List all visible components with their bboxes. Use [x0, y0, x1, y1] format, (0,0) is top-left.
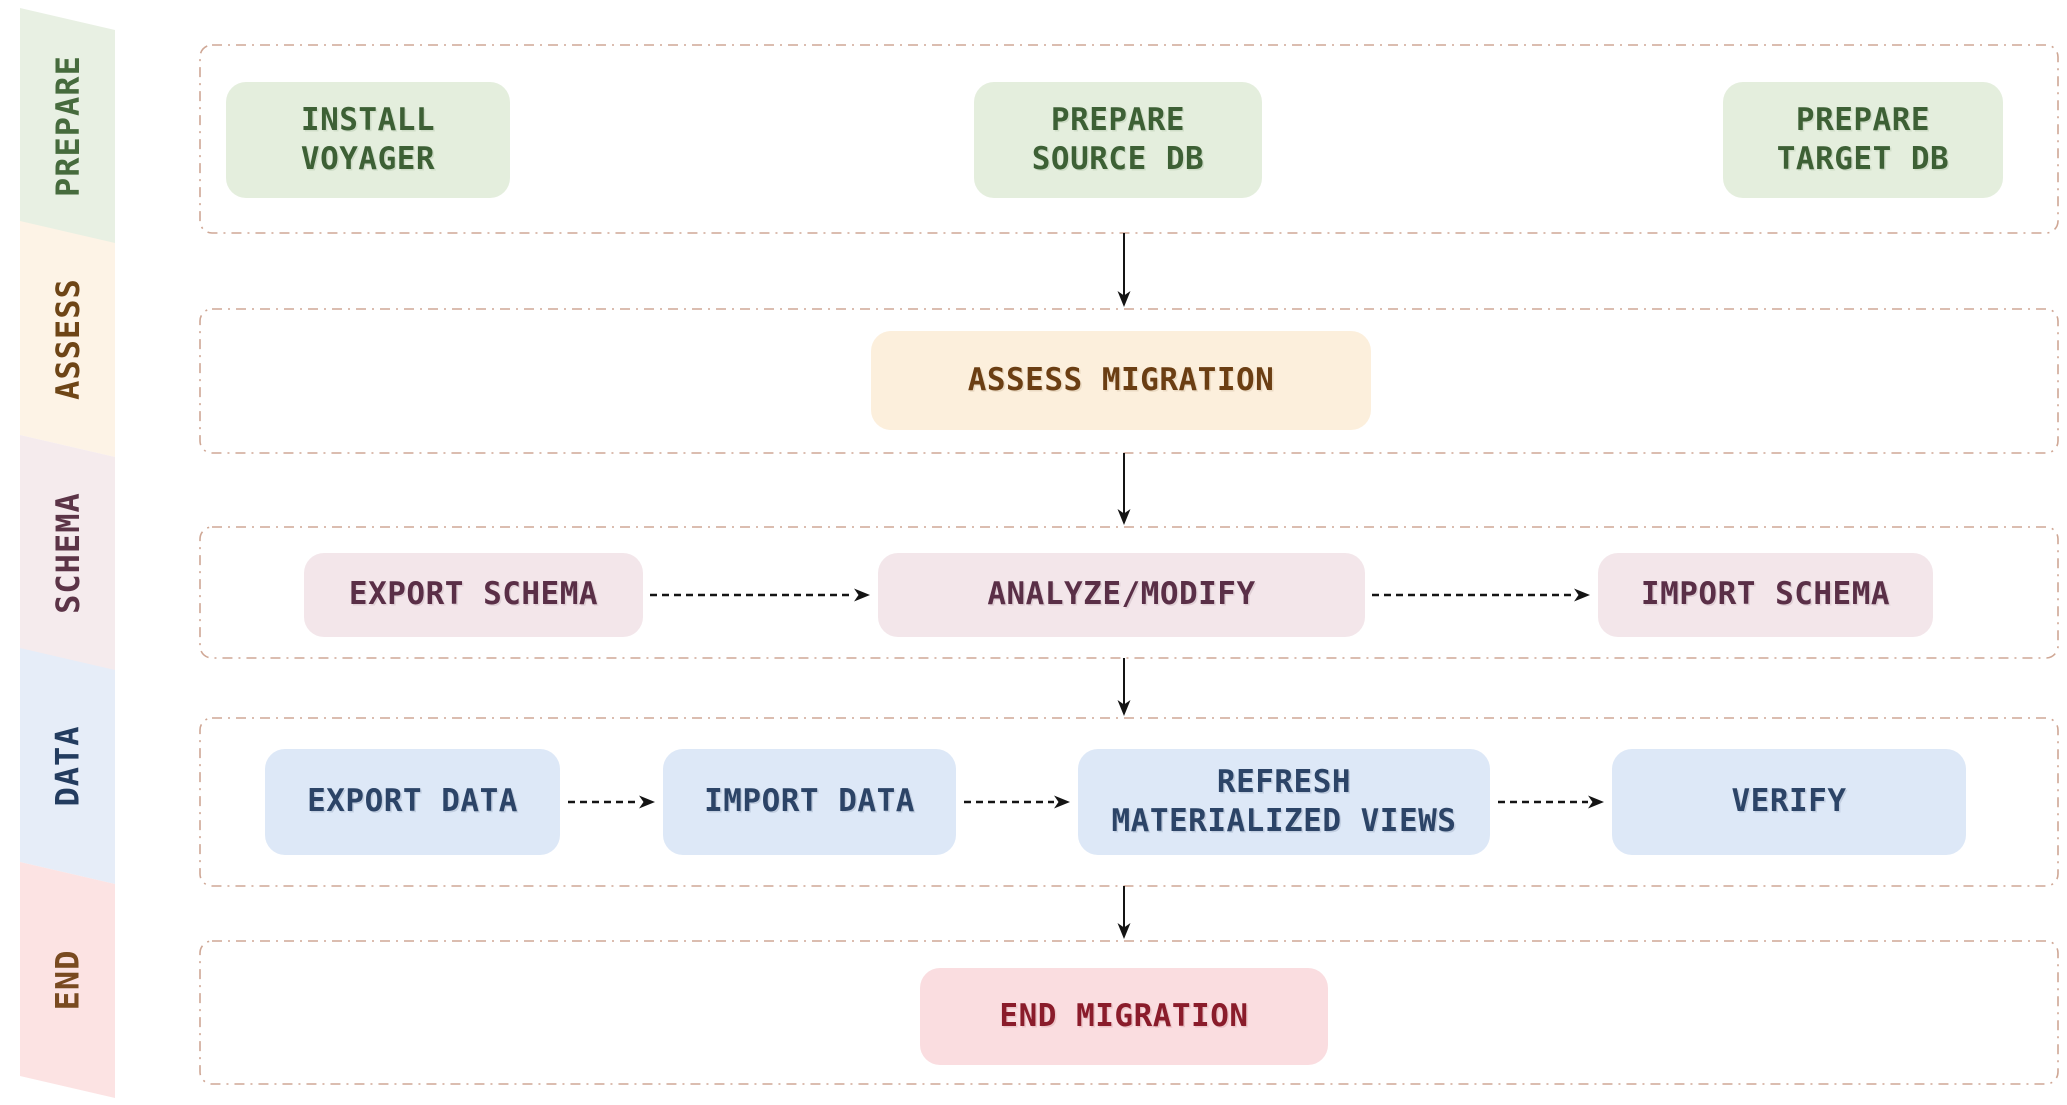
node-verify: VERIFY: [1612, 749, 1966, 855]
sidebar-band-assess: ASSESS: [20, 221, 115, 457]
stage-row-border-schema: [199, 526, 2059, 659]
node-label: ASSESS MIGRATION: [967, 361, 1275, 398]
node-label: ANALYZE/MODIFY: [987, 576, 1256, 613]
sidebar-band-label: PREPARE: [48, 55, 87, 197]
arrow-assess-to-schema: [1117, 453, 1131, 525]
node-label: EXPORT SCHEMA: [348, 576, 599, 613]
arrow-export-data-to-import-data: [568, 795, 655, 809]
node-label: PREPARE SOURCE DB: [1031, 101, 1205, 177]
arrow-import-data-to-refresh: [964, 795, 1070, 809]
node-end-migration: END MIGRATION: [920, 968, 1328, 1065]
node-import-schema: IMPORT SCHEMA: [1598, 553, 1933, 637]
node-export-schema: EXPORT SCHEMA: [304, 553, 643, 637]
sidebar-band-schema: SCHEMA: [20, 435, 115, 671]
node-label: END MIGRATION: [999, 997, 1249, 1034]
node-install-voyager: INSTALL VOYAGER: [226, 82, 510, 198]
arrow-export-schema-to-analyze: [650, 588, 870, 602]
node-label: IMPORT DATA: [704, 783, 915, 820]
node-export-data: EXPORT DATA: [265, 749, 560, 855]
arrow-prepare-to-assess: [1117, 233, 1131, 307]
sidebar-band-label: DATA: [48, 725, 87, 807]
stage-row-border-assess: [199, 308, 2059, 454]
sidebar-band-data: DATA: [20, 648, 115, 884]
stage-row-border-data: [199, 717, 2059, 887]
stage-row-border-end: [199, 940, 2059, 1085]
node-label: VERIFY: [1731, 783, 1847, 820]
sidebar-band-label: ASSESS: [48, 278, 87, 400]
node-label: REFRESH MATERIALIZED VIEWS: [1111, 763, 1457, 839]
node-label: EXPORT DATA: [307, 783, 518, 820]
node-label: INSTALL VOYAGER: [300, 101, 436, 177]
sidebar-band-label: END: [48, 949, 87, 1011]
node-import-data: IMPORT DATA: [663, 749, 956, 855]
node-analyze-modify: ANALYZE/MODIFY: [878, 553, 1365, 637]
node-label: PREPARE TARGET DB: [1776, 101, 1950, 177]
node-prepare-source-db: PREPARE SOURCE DB: [974, 82, 1262, 198]
node-assess-migration: ASSESS MIGRATION: [871, 331, 1371, 430]
sidebar-band-prepare: PREPARE: [20, 8, 115, 244]
arrow-schema-to-data: [1117, 658, 1131, 716]
node-refresh-materialized-views: REFRESH MATERIALIZED VIEWS: [1078, 749, 1490, 855]
arrow-analyze-to-import-schema: [1372, 588, 1590, 602]
node-label: IMPORT SCHEMA: [1640, 576, 1891, 613]
stage-row-border-prepare: [199, 44, 2059, 234]
sidebar-band-end: END: [20, 862, 115, 1098]
arrow-data-to-end: [1117, 886, 1131, 939]
arrow-refresh-to-verify: [1498, 795, 1604, 809]
node-prepare-target-db: PREPARE TARGET DB: [1723, 82, 2003, 198]
sidebar-band-label: SCHEMA: [48, 492, 87, 614]
